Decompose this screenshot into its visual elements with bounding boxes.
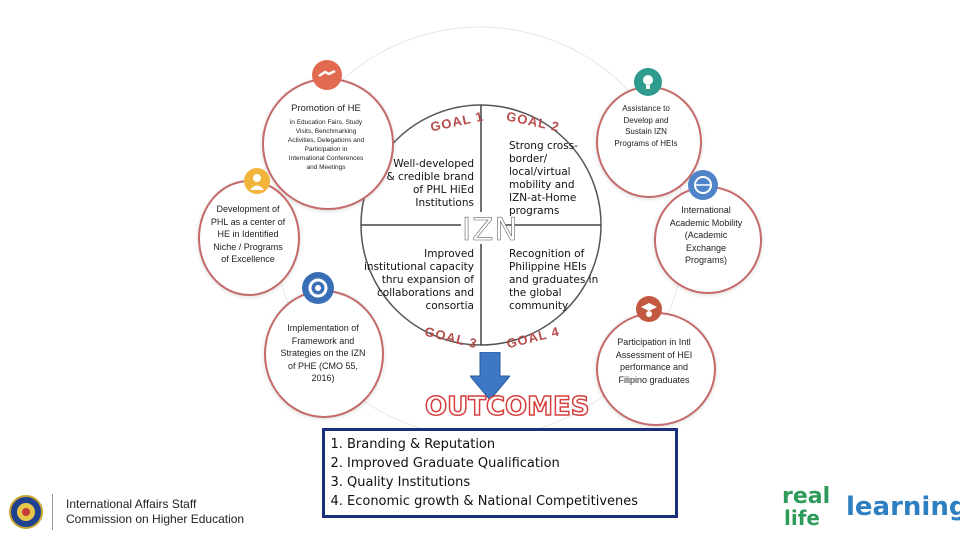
person-icon (244, 168, 270, 194)
footer-divider (52, 494, 53, 530)
izn-goal-wheel (360, 104, 602, 346)
goal-1-text: Well-developed & credible brand of PHL H… (386, 158, 474, 209)
assistance-text: Assistance to Develop and Sustain IZN Pr… (614, 104, 678, 148)
outcome-item: Quality Institutions (347, 473, 675, 492)
assessment-text: Participation in Intl Assessment of HEI … (615, 337, 693, 385)
down-arrow-icon (470, 352, 510, 401)
gear-icon (302, 272, 334, 304)
logo-life: life (784, 506, 820, 530)
promotion-bubble (262, 78, 394, 210)
footer-office: International Affairs Staff (66, 497, 197, 511)
goal-3-text: Improved institutional capacity thru exp… (364, 248, 474, 312)
implementation-bubble (264, 290, 384, 418)
ched-seal-icon (9, 495, 43, 529)
globe-people-icon (688, 170, 718, 200)
development-bubble (198, 180, 300, 296)
outcome-item: Branding & Reputation (347, 435, 675, 454)
assistance-bubble (596, 86, 702, 198)
footer-commission: Commission on Higher Education (66, 512, 245, 526)
development-text: Development of PHL as a center of HE in … (210, 204, 286, 264)
center-label: IZN (462, 212, 519, 249)
outcome-item: Economic growth & National Competitivene… (347, 492, 675, 511)
outcomes-list: Branding & Reputation Improved Graduate … (325, 435, 675, 511)
real-life-learning-logo: real life learning (782, 484, 960, 532)
outcome-item: Improved Graduate Qualification (347, 454, 675, 473)
goal-4-text: Recognition of Philippine HEIs and gradu… (509, 248, 599, 312)
mobility-text: International Academic Mobility (Academi… (669, 205, 743, 265)
graduate-icon (636, 296, 662, 322)
implementation-text: Implementation of Framework and Strategi… (280, 323, 366, 383)
outcomes-box: Branding & Reputation Improved Graduate … (322, 428, 678, 518)
logo-learning: learning (846, 492, 960, 522)
mobility-bubble (654, 186, 762, 294)
goal-2-text: Strong cross-border/ local/virtual mobil… (509, 140, 578, 217)
lightbulb-icon (634, 68, 662, 96)
handshake-icon (312, 60, 342, 90)
logo-real: real (782, 484, 831, 509)
promotion-detail: in Education Fairs, Study Visits, Benchm… (287, 119, 365, 171)
promotion-title: Promotion of HE (291, 103, 361, 114)
outcomes-title: OUTCOMES (424, 391, 590, 423)
